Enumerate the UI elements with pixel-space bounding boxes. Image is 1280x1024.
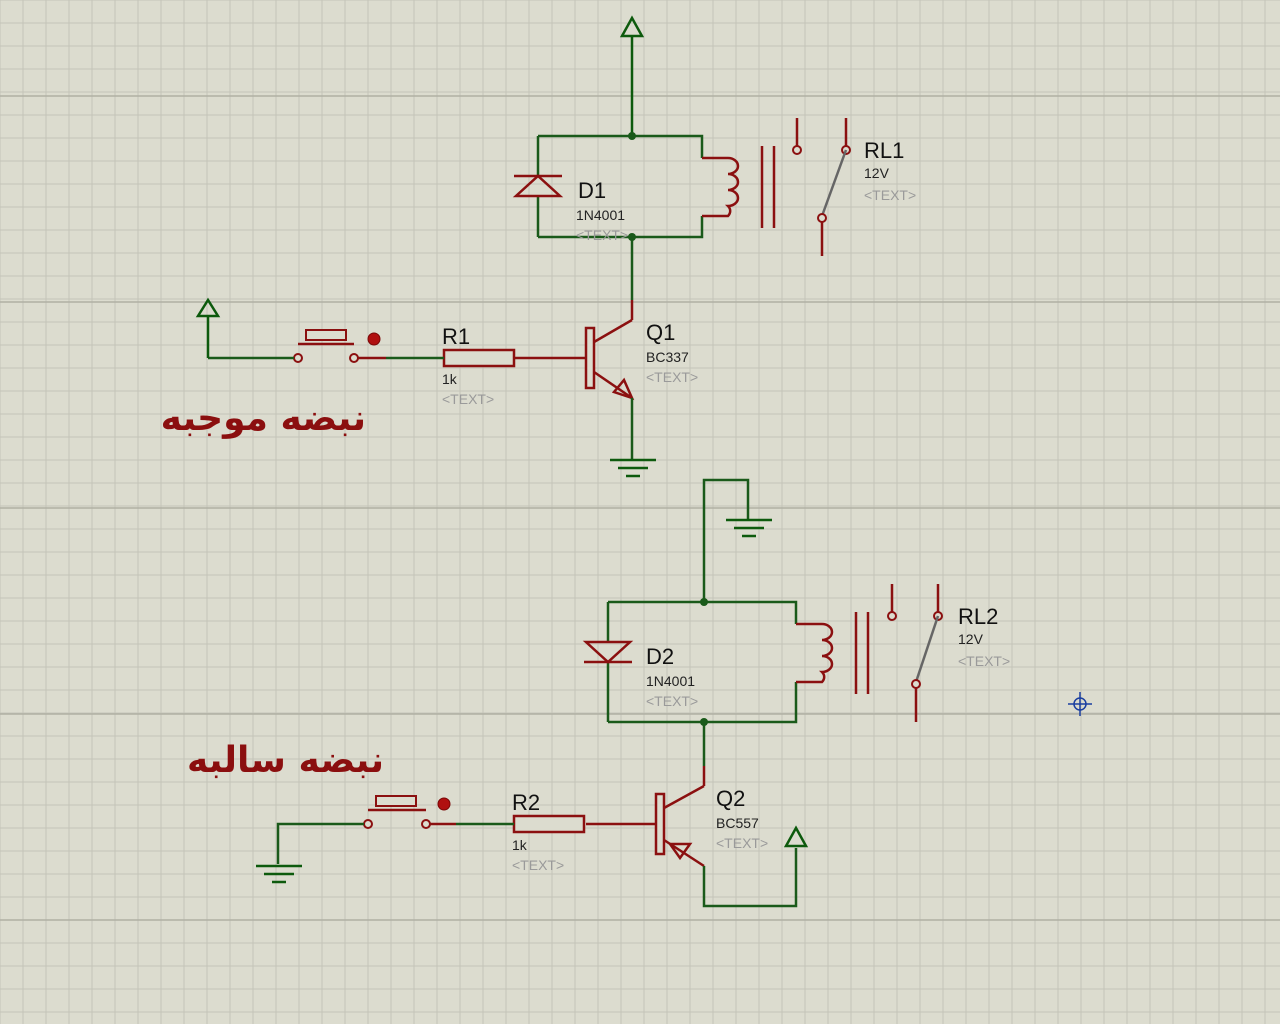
q1-text: <TEXT> — [646, 369, 698, 385]
d2-value: 1N4001 — [646, 673, 695, 689]
wire-d1-top — [538, 134, 704, 158]
power-terminal-1[interactable] — [619, 15, 645, 136]
diode-d1[interactable] — [512, 174, 564, 198]
resistor-r2[interactable] — [512, 814, 586, 834]
wire-d1-bottom — [538, 216, 704, 239]
power-terminal-3[interactable] — [783, 825, 809, 848]
r2-value: 1k — [512, 837, 528, 853]
ground-symbol[interactable] — [610, 458, 656, 478]
d2-text: <TEXT> — [646, 693, 698, 709]
ground-symbol[interactable] — [256, 864, 302, 884]
r2-ref: R2 — [512, 790, 540, 815]
diode-d2[interactable] — [582, 640, 634, 664]
resistor-r1[interactable] — [442, 348, 540, 368]
rl1-value: 12V — [864, 165, 890, 181]
transistor-q1[interactable] — [540, 300, 635, 401]
relay-rl1[interactable] — [702, 118, 851, 256]
ground-symbol[interactable] — [726, 518, 772, 538]
d1-text: <TEXT> — [576, 227, 628, 243]
positive-pulse-label: نبضه موجبه — [161, 398, 366, 439]
rl2-value: 12V — [958, 631, 984, 647]
r2-text: <TEXT> — [512, 857, 564, 873]
d2-ref: D2 — [646, 644, 674, 669]
q2-ref: Q2 — [716, 786, 745, 811]
rl2-text: <TEXT> — [958, 653, 1010, 669]
r1-text: <TEXT> — [442, 391, 494, 407]
transistor-q2[interactable] — [586, 766, 706, 868]
r1-ref: R1 — [442, 324, 470, 349]
junction-dot — [700, 598, 708, 606]
rl1-ref: RL1 — [864, 138, 904, 163]
r1-value: 1k — [442, 371, 458, 387]
q1-value: BC337 — [646, 349, 689, 365]
push-button-2[interactable] — [363, 795, 456, 829]
q2-text: <TEXT> — [716, 835, 768, 851]
power-terminal-2[interactable] — [195, 297, 221, 358]
crosshair-cursor-icon — [1068, 692, 1092, 716]
d1-ref: D1 — [578, 178, 606, 203]
push-button-1[interactable] — [293, 329, 386, 363]
negative-pulse-label: نبضه سالبه — [187, 740, 384, 781]
rl2-ref: RL2 — [958, 604, 998, 629]
bottom-circuit — [256, 478, 943, 908]
top-circuit — [195, 15, 851, 478]
rl1-text: <TEXT> — [864, 187, 916, 203]
d1-value: 1N4001 — [576, 207, 625, 223]
q2-value: BC557 — [716, 815, 759, 831]
q1-ref: Q1 — [646, 320, 675, 345]
relay-rl2[interactable] — [796, 584, 943, 722]
junction-dot — [628, 132, 636, 140]
